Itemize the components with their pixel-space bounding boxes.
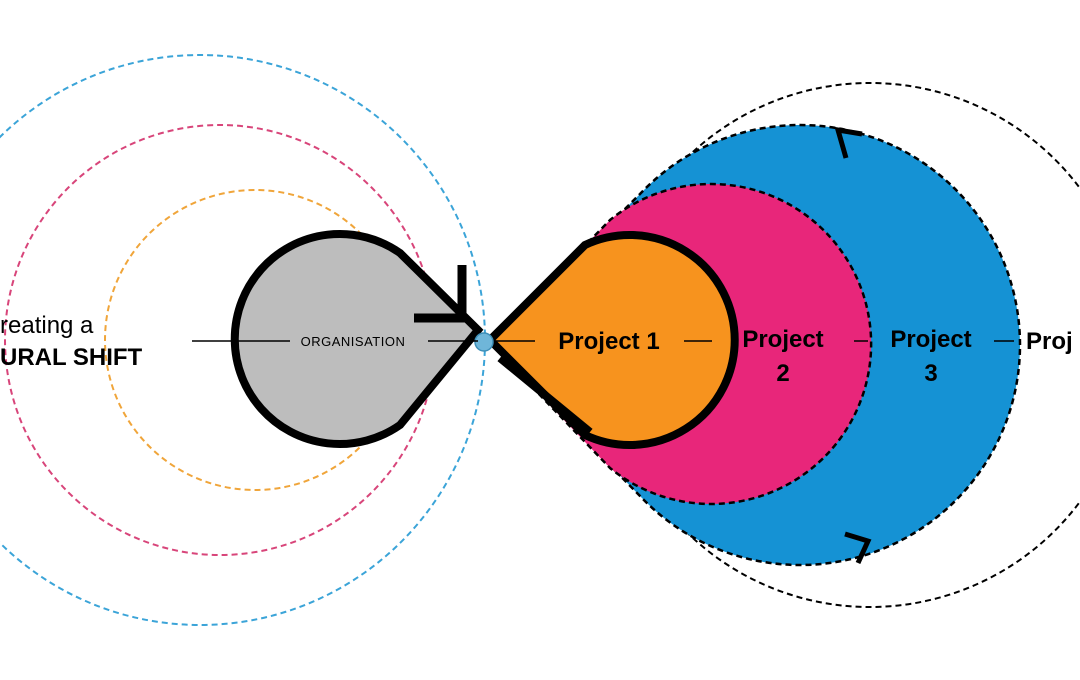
project-3-label-line1: Project bbox=[890, 326, 971, 353]
project-4-label: Proj bbox=[1026, 328, 1073, 355]
project-1-shape bbox=[484, 231, 739, 449]
left-text-line1: reating a bbox=[0, 312, 94, 339]
project-2-label-line2: 2 bbox=[776, 360, 789, 387]
ring-arrow-bottom-icon bbox=[844, 531, 872, 565]
project-2-label-line1: Project bbox=[742, 326, 823, 353]
center-dot bbox=[474, 332, 494, 352]
arrow-down-right-icon bbox=[414, 265, 467, 323]
project-3-label-line2: 3 bbox=[924, 360, 937, 387]
organisation-label: ORGANISATION bbox=[301, 334, 406, 349]
project-1-label: Project 1 bbox=[558, 328, 659, 355]
organisation-shape bbox=[230, 230, 484, 448]
ring-arrow-top-icon bbox=[834, 126, 863, 159]
left-text-line2: URAL SHIFT bbox=[0, 344, 143, 371]
infinity-cross-line bbox=[497, 354, 593, 436]
